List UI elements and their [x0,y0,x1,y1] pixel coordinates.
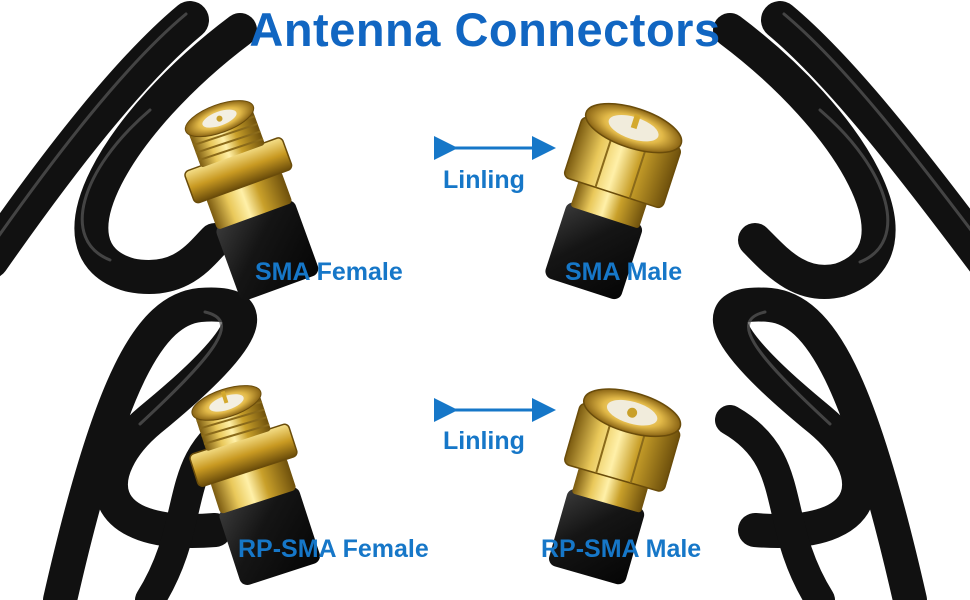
label-sma-female: SMA Female [255,258,403,286]
sma-male-connector [545,102,683,300]
brand-watermark: Linling [443,427,525,455]
page-title: Antenna Connectors [249,3,721,56]
label-rp-sma-female: RP-SMA Female [238,535,429,563]
rp-sma-female-connector [189,385,320,586]
sma-female-connector [184,100,319,300]
brand-watermark: Linling [443,166,525,194]
label-sma-male: SMA Male [565,258,683,286]
rp-sma-male-connector [548,388,682,585]
label-rp-sma-male: RP-SMA Male [541,535,702,563]
